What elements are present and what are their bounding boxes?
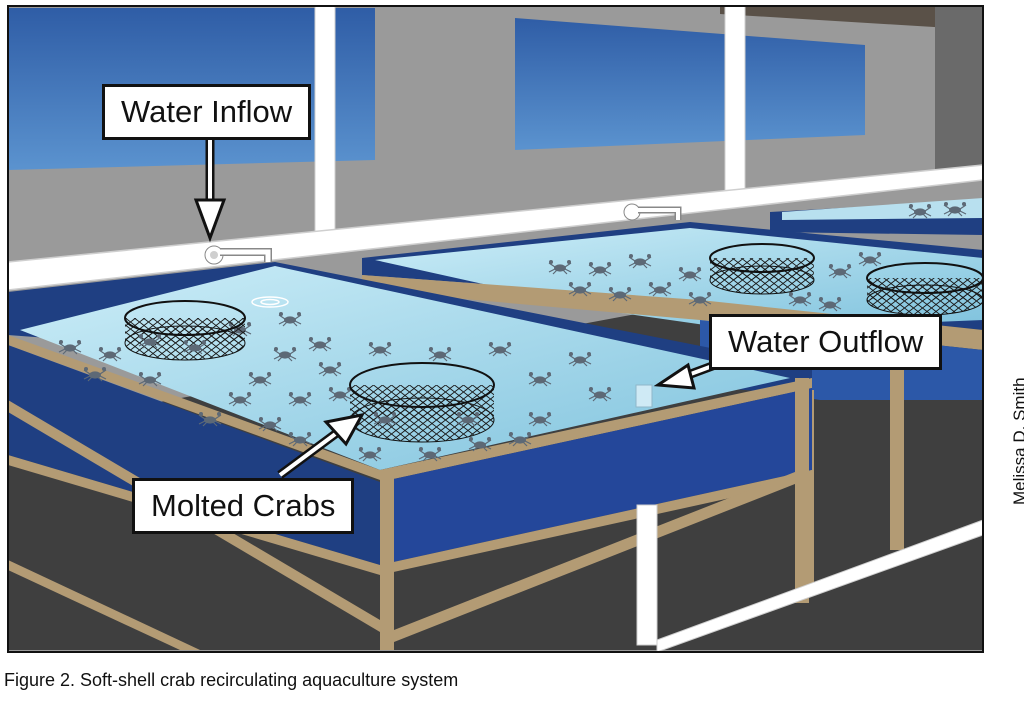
artist-credit: Melissa D. Smith [1010, 377, 1024, 505]
water-outflow-label: Water Outflow [709, 314, 943, 370]
front-cages [124, 300, 495, 443]
molted-crabs-label: Molted Crabs [132, 478, 355, 534]
water-inflow-label: Water Inflow [102, 84, 312, 140]
back-cages [709, 243, 984, 316]
figure-border [7, 5, 984, 653]
callout-arrows [193, 140, 717, 479]
figure-caption: Figure 2. Soft-shell crab recirculating … [4, 670, 459, 690]
